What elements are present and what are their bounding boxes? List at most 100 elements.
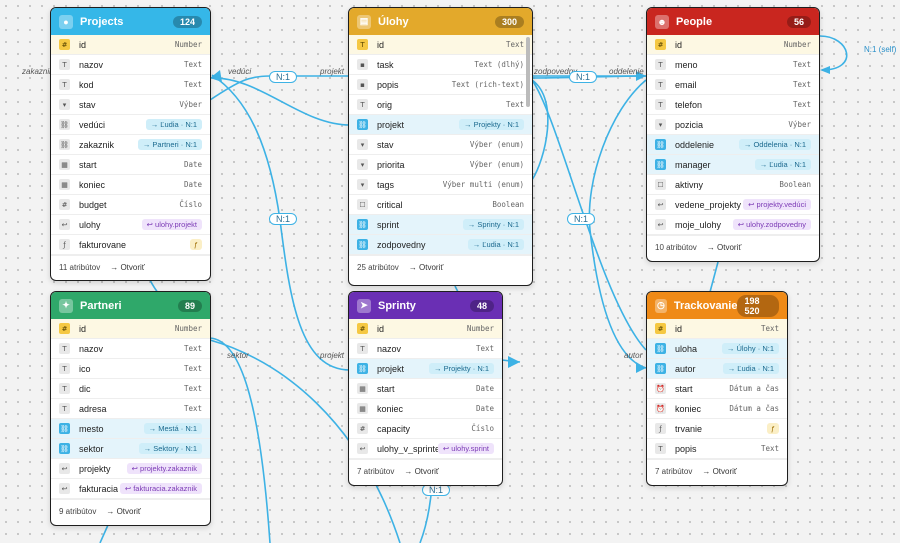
field-name: ico <box>79 363 91 374</box>
field-row-sprint[interactable]: ⛓sprint→ Sprinty · N:1 <box>349 215 532 235</box>
field-row-uloha[interactable]: ⛓uloha→ Úlohy · N:1 <box>647 339 787 359</box>
field-type-icon: ☐ <box>357 199 368 210</box>
field-name: moje_ulohy <box>675 219 722 230</box>
field-row-moje_ulohy[interactable]: ↩moje_ulohy↩ ulohy.zodpovedny <box>647 215 819 235</box>
field-type: Text (dlhý) <box>474 60 524 69</box>
field-row-oddelenie[interactable]: ⛓oddelenie→ Oddelenia · N:1 <box>647 135 819 155</box>
field-row-sektor[interactable]: ⛓sektor→ Sektory · N:1 <box>51 439 210 459</box>
field-row-mesto[interactable]: ⛓mesto→ Mestá · N:1 <box>51 419 210 439</box>
open-table-link[interactable]: → Otvoriť <box>408 262 444 272</box>
cardinality-badge[interactable]: N:1 <box>569 71 598 83</box>
open-table-link[interactable]: → Otvoriť <box>106 506 141 516</box>
open-table-link[interactable]: → Otvoriť <box>404 466 439 476</box>
field-row-projekt[interactable]: ⛓projekt→ Projekty · N:1 <box>349 115 532 135</box>
field-row-ulohy_v_sprinte[interactable]: ↩ulohy_v_sprinte↩ ulohy.sprint <box>349 439 502 459</box>
reference-badge: → Ľudia · N:1 <box>467 239 524 250</box>
field-row-projekty[interactable]: ↩projekty↩ projekty.zakaznik <box>51 459 210 479</box>
field-row-fakturacia[interactable]: ↩fakturacia↩ fakturacia.zakaznik <box>51 479 210 499</box>
open-table-link[interactable]: → Otvoriť <box>702 466 737 476</box>
field-name: critical <box>377 199 403 210</box>
field-row-zodpovedny[interactable]: ⛓zodpovedny→ Ľudia · N:1 <box>349 235 532 255</box>
cardinality-badge[interactable]: N:1 <box>567 213 596 225</box>
field-name: id <box>377 39 385 50</box>
table-title: Trackovanie <box>673 299 738 312</box>
field-name: meno <box>675 59 698 70</box>
field-row-vedúci[interactable]: ⛓vedúci→ Ľudia · N:1 <box>51 115 210 135</box>
reference-badge: → Ľudia · N:1 <box>722 363 779 374</box>
field-type-icon: ↩ <box>655 199 666 210</box>
field-row-vedene_projekty[interactable]: ↩vedene_projekty↩ projekty.vedúci <box>647 195 819 215</box>
field-row-ulohy[interactable]: ↩ulohy↩ ulohy.projekt <box>51 215 210 235</box>
backlink-badge: ↩ fakturacia.zakaznik <box>119 483 202 494</box>
field-name: email <box>675 79 697 90</box>
field-row-autor[interactable]: ⛓autor→ Ľudia · N:1 <box>647 359 787 379</box>
field-row-zakaznik[interactable]: ⛓zakaznik→ Partneri · N:1 <box>51 135 210 155</box>
table-title: Sprinty <box>378 299 416 312</box>
field-type: Text <box>183 404 202 413</box>
field-list-scrollbar[interactable] <box>526 37 530 107</box>
cardinality-badge[interactable]: N:1 <box>269 71 298 83</box>
open-table-link[interactable]: → Otvoriť <box>706 242 742 252</box>
field-row-manager[interactable]: ⛓manager→ Ľudia · N:1 <box>647 155 819 175</box>
field-row-projekt[interactable]: ⛓projekt→ Projekty · N:1 <box>349 359 502 379</box>
field-type: Text <box>505 40 524 49</box>
cardinality-badge[interactable]: N:1 <box>269 213 298 225</box>
open-table-link[interactable]: → Otvoriť <box>110 262 145 272</box>
